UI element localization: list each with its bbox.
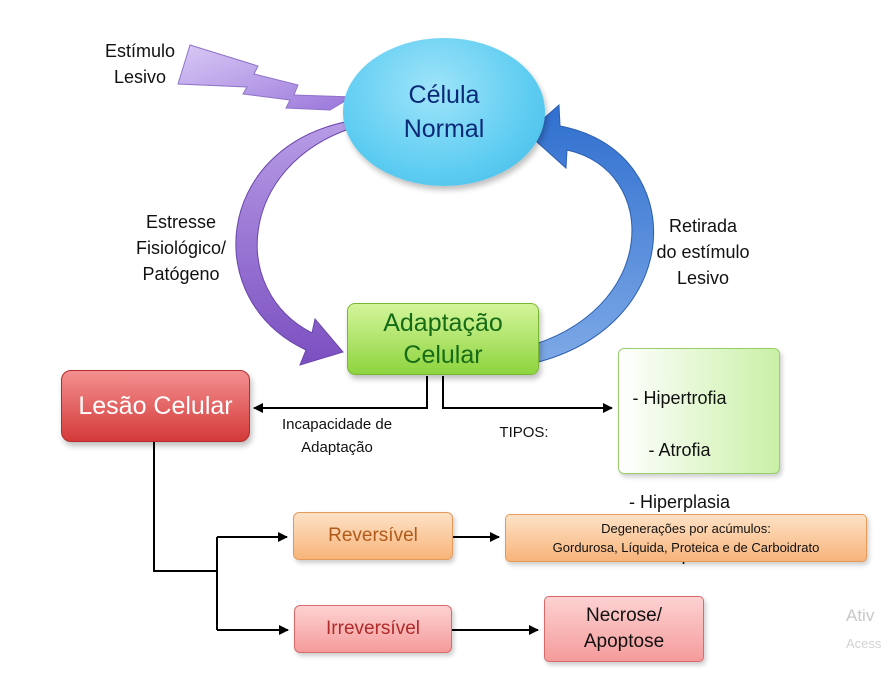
degeneracoes-node: Degenerações por acúmulos: Gordurosa, Lí… [505, 514, 867, 562]
left-curved-arrow-icon [235, 121, 353, 366]
lightning-arrow-icon [177, 44, 354, 111]
lesao-down-connector [153, 442, 217, 572]
tipo-item-hipertrofia: - Hipertrofia [632, 388, 727, 408]
right-curved-arrow-icon [521, 103, 655, 366]
incapacidade-connector [253, 376, 428, 413]
necrose-apoptose-node: Necrose/ Apoptose [544, 596, 704, 662]
watermark-line-1: Ativ [846, 606, 875, 625]
tipos-connector [442, 376, 613, 413]
reversivel-node: Reversível [293, 512, 453, 560]
watermark-line-2: Acess [846, 636, 882, 651]
tipo-item-atrofia: - Atrofia [648, 440, 711, 460]
incapacidade-label: Incapacidade de Adaptação [281, 416, 393, 456]
lesao-celular-node: Lesão Celular [61, 370, 250, 442]
estresse-label: Estresse Fisiológico/ Patógeno [135, 212, 227, 284]
adaptacao-celular-node: Adaptação Celular [347, 303, 539, 375]
tipos-box: - Hipertrofia - Atrofia - Hiperplasia - … [618, 348, 780, 564]
tipo-item-hiperplasia: - Hiperplasia [629, 492, 731, 512]
irreversivel-node: Irreversível [294, 605, 452, 653]
retirada-label: Retirada do estímulo Lesivo [656, 216, 750, 288]
tipos-label: TIPOS: [499, 424, 549, 441]
estimulo-lesivo-label: Estímulo Lesivo [104, 41, 176, 87]
celula-normal-node: Célula Normal [343, 38, 545, 186]
